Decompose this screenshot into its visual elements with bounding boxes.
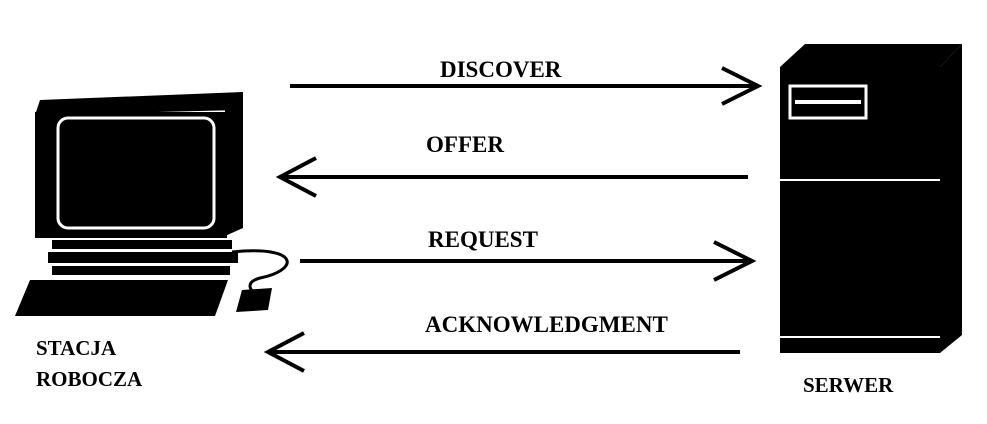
offer-label: OFFER [426,132,504,157]
acknowledgment-label: ACKNOWLEDGMENT [425,312,668,337]
workstation-label-line1: STACJA [36,336,117,360]
acknowledgment-arrow [263,331,740,373]
discover-arrow [290,66,763,106]
workstation-icon [15,92,289,316]
server-label: SERWER [803,373,894,397]
request-label: REQUEST [428,227,538,252]
offer-arrow [275,156,748,198]
request-arrow [300,240,757,282]
discover-label: DISCOVER [440,57,562,82]
server-icon [780,44,962,353]
workstation-label-line2: ROBOCZA [36,367,143,391]
